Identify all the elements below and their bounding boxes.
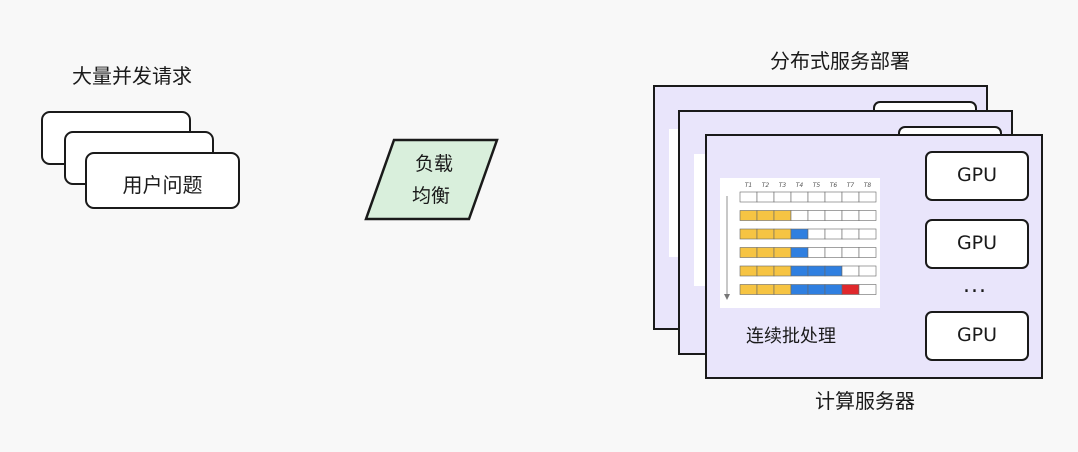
gpu-2: GPU — [925, 219, 1029, 269]
batch-cell — [773, 265, 792, 277]
batch-header-t2: T2 — [762, 182, 770, 189]
load-balancer: 负载 均衡 — [364, 138, 499, 221]
gpu-1: GPU — [925, 151, 1029, 201]
batch-cell — [824, 265, 843, 277]
gpu-3: GPU — [925, 311, 1029, 361]
request-card-label: 用户问题 — [122, 173, 203, 197]
batch-cell — [824, 284, 843, 295]
batch-cell — [773, 284, 792, 295]
batch-cell — [858, 284, 877, 295]
load-balancer-shape — [364, 138, 499, 221]
batch-cell — [790, 210, 809, 221]
gpu-ellipsis: ... — [963, 273, 987, 298]
batch-cell — [756, 210, 775, 221]
batch-cell — [807, 191, 826, 203]
batch-cell — [807, 247, 826, 258]
batch-cell — [790, 247, 809, 258]
batch-cell — [790, 228, 809, 240]
batch-cell — [739, 247, 758, 258]
batch-header-t5: T5 — [813, 182, 821, 189]
batch-header-t4: T4 — [796, 182, 804, 189]
batch-header-t6: T6 — [830, 182, 838, 189]
batch-cell — [739, 228, 758, 240]
batch-cell — [790, 265, 809, 277]
batch-cell — [858, 247, 877, 258]
batch-cell — [756, 191, 775, 203]
batch-cell — [756, 265, 775, 277]
request-card-front: 用户问题 — [85, 152, 240, 209]
server-middle-batch-stub — [694, 154, 706, 286]
batch-cell — [739, 265, 758, 277]
batch-cell — [773, 228, 792, 240]
batch-cell — [841, 228, 860, 240]
batch-cell — [790, 191, 809, 203]
load-balancer-line2: 均衡 — [412, 185, 450, 207]
requests-title: 大量并发请求 — [72, 64, 192, 88]
batch-cell — [841, 265, 860, 277]
batch-caption: 连续批处理 — [746, 326, 836, 347]
batch-cell — [756, 247, 775, 258]
batch-cell — [824, 247, 843, 258]
batch-cell — [773, 247, 792, 258]
load-balancer-line1: 负载 — [415, 153, 453, 175]
batch-cell — [773, 191, 792, 203]
batch-header-t8: T8 — [864, 182, 872, 189]
batch-cell — [824, 228, 843, 240]
batch-cell — [790, 284, 809, 295]
batch-cell — [858, 228, 877, 240]
server-caption: 计算服务器 — [815, 389, 915, 413]
batch-cell — [858, 191, 877, 203]
batch-cell — [841, 191, 860, 203]
deployment-title: 分布式服务部署 — [770, 49, 910, 73]
server-front: T1 T2 T3 T4 T5 T6 T7 T8 连续批处理 GPU GPU ... GPU — [705, 134, 1043, 379]
batch-header-t1: T1 — [745, 182, 752, 189]
batch-cell — [858, 210, 877, 221]
batch-cell — [807, 284, 826, 295]
batch-cell — [858, 265, 877, 277]
time-axis-arrowhead — [724, 294, 730, 300]
batch-cell — [773, 210, 792, 221]
batch-cell — [841, 247, 860, 258]
batch-cell — [739, 191, 758, 203]
batch-cell — [756, 228, 775, 240]
batch-cell — [807, 228, 826, 240]
batch-cell — [807, 265, 826, 277]
batch-cell — [739, 210, 758, 221]
batch-cell — [841, 284, 860, 295]
batch-cell — [756, 284, 775, 295]
batch-cell — [739, 284, 758, 295]
batch-cell — [807, 210, 826, 221]
continuous-batching-diagram: T1 T2 T3 T4 T5 T6 T7 T8 — [720, 178, 880, 308]
batch-header-t7: T7 — [847, 182, 855, 189]
batch-cell — [841, 210, 860, 221]
batch-cell — [824, 191, 843, 203]
batch-header-t3: T3 — [779, 182, 787, 189]
batch-cell — [824, 210, 843, 221]
